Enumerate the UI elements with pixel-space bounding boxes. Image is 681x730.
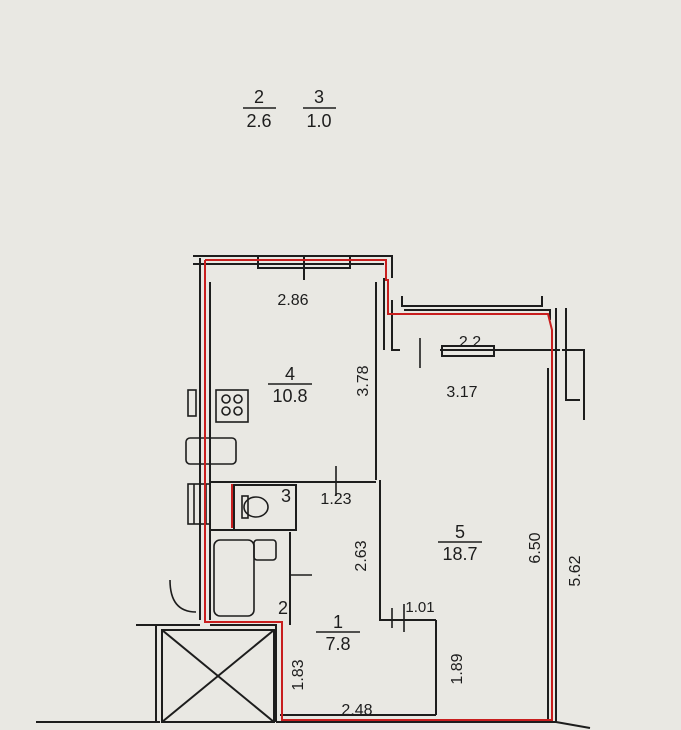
- dim-kitchen-width: 2.86: [277, 292, 308, 309]
- stove-burner: [221, 406, 231, 416]
- dim-living-width: 3.17: [446, 384, 477, 401]
- radiator: [187, 483, 211, 525]
- dim-hall-bottom-width: 2.48: [341, 702, 372, 719]
- wall-living-top: [404, 309, 551, 320]
- balcony-rail: [401, 296, 543, 307]
- stove-burner: [233, 394, 243, 404]
- toilet-bowl: [243, 496, 269, 518]
- stove-burner: [233, 406, 243, 416]
- wall-right-column: [562, 349, 585, 420]
- room-number-bathroom: 2: [278, 598, 288, 618]
- dim-hall-width-mid: 1.01: [405, 599, 434, 616]
- kitchen-sink: [185, 437, 237, 465]
- fixtures: [169, 338, 421, 632]
- dim-window-width: 2.2: [459, 334, 481, 351]
- labels: 2.86 4 10.8 3.78 2.2 3.17 3 1.23 2.63 5 …: [268, 292, 584, 719]
- apartment-boundary: [204, 259, 553, 721]
- kitchen-counter: [187, 389, 197, 417]
- legend-number-2: 2: [254, 87, 264, 107]
- wall-elevator-right: [210, 624, 277, 722]
- elevator-cross-b: [161, 629, 275, 723]
- dim-kitchen-length: 3.78: [355, 365, 372, 396]
- dim-hall-lower-right: 1.89: [449, 653, 466, 684]
- dim-hall-length: 2.63: [353, 540, 370, 571]
- legend: 2 2.6 3 1.0: [243, 87, 336, 131]
- dim-living-length: 6.50: [527, 532, 544, 563]
- toilet-tank: [241, 495, 249, 519]
- dim-hall-width-top: 1.23: [320, 491, 351, 508]
- dim-hall-lower-left: 1.83: [290, 659, 307, 690]
- wall-living-left-top: [391, 300, 400, 351]
- legend-number-3: 3: [314, 87, 324, 107]
- room-number-living: 5: [455, 522, 465, 542]
- wall-bottom-right: [555, 721, 591, 729]
- room-number-hall: 1: [333, 612, 343, 632]
- legend-area-2: 2.6: [246, 111, 271, 131]
- room-area-kitchen: 10.8: [272, 386, 307, 406]
- bath-sink: [253, 539, 277, 561]
- legend-area-3: 1.0: [306, 111, 331, 131]
- room-number-toilet: 3: [281, 486, 291, 506]
- elevator-shaft: [161, 629, 275, 723]
- room-area-hall: 7.8: [325, 634, 350, 654]
- wall-living-hall: [379, 480, 436, 621]
- stove-fixture: [215, 389, 249, 423]
- room-number-kitchen: 4: [285, 364, 295, 384]
- stove-burner: [221, 394, 231, 404]
- bathtub: [213, 539, 255, 617]
- boundary-outline: [204, 259, 553, 721]
- wall-right-jog: [565, 308, 580, 401]
- dim-outer-length: 5.62: [567, 555, 584, 586]
- room-area-living: 18.7: [442, 544, 477, 564]
- corridor-door-arc: [169, 579, 197, 613]
